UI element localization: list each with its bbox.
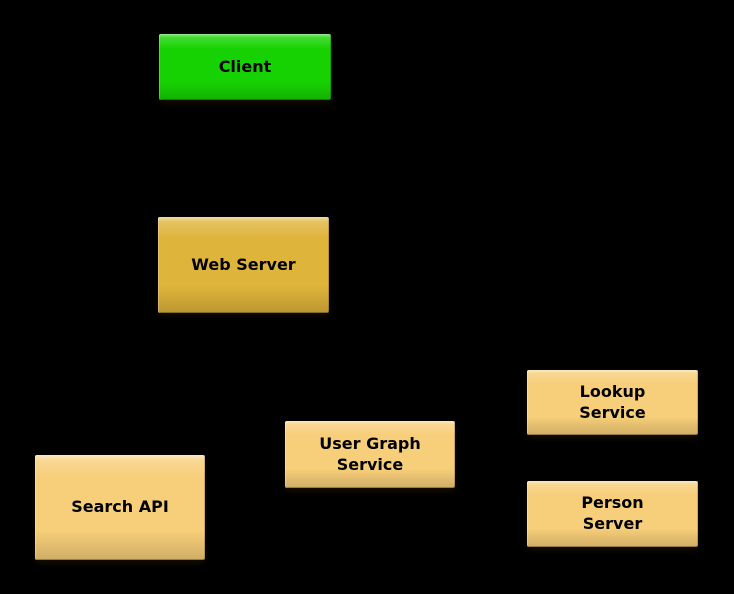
diagram-node-user-graph-service: User Graph Service xyxy=(285,421,455,488)
node-label: Person Server xyxy=(581,493,644,533)
diagram-node-web-server: Web Server xyxy=(158,217,329,313)
node-label: Lookup Service xyxy=(579,381,646,422)
diagram-node-person-server: Person Server xyxy=(527,481,698,547)
node-label: Client xyxy=(218,56,272,76)
diagram-node-lookup-service: Lookup Service xyxy=(527,370,698,435)
node-label: Web Server xyxy=(191,254,296,274)
node-label: Search API xyxy=(71,497,169,517)
diagram-node-search-api: Search API xyxy=(35,455,205,560)
node-label: User Graph Service xyxy=(319,433,421,474)
diagram-node-client: Client xyxy=(159,34,331,100)
